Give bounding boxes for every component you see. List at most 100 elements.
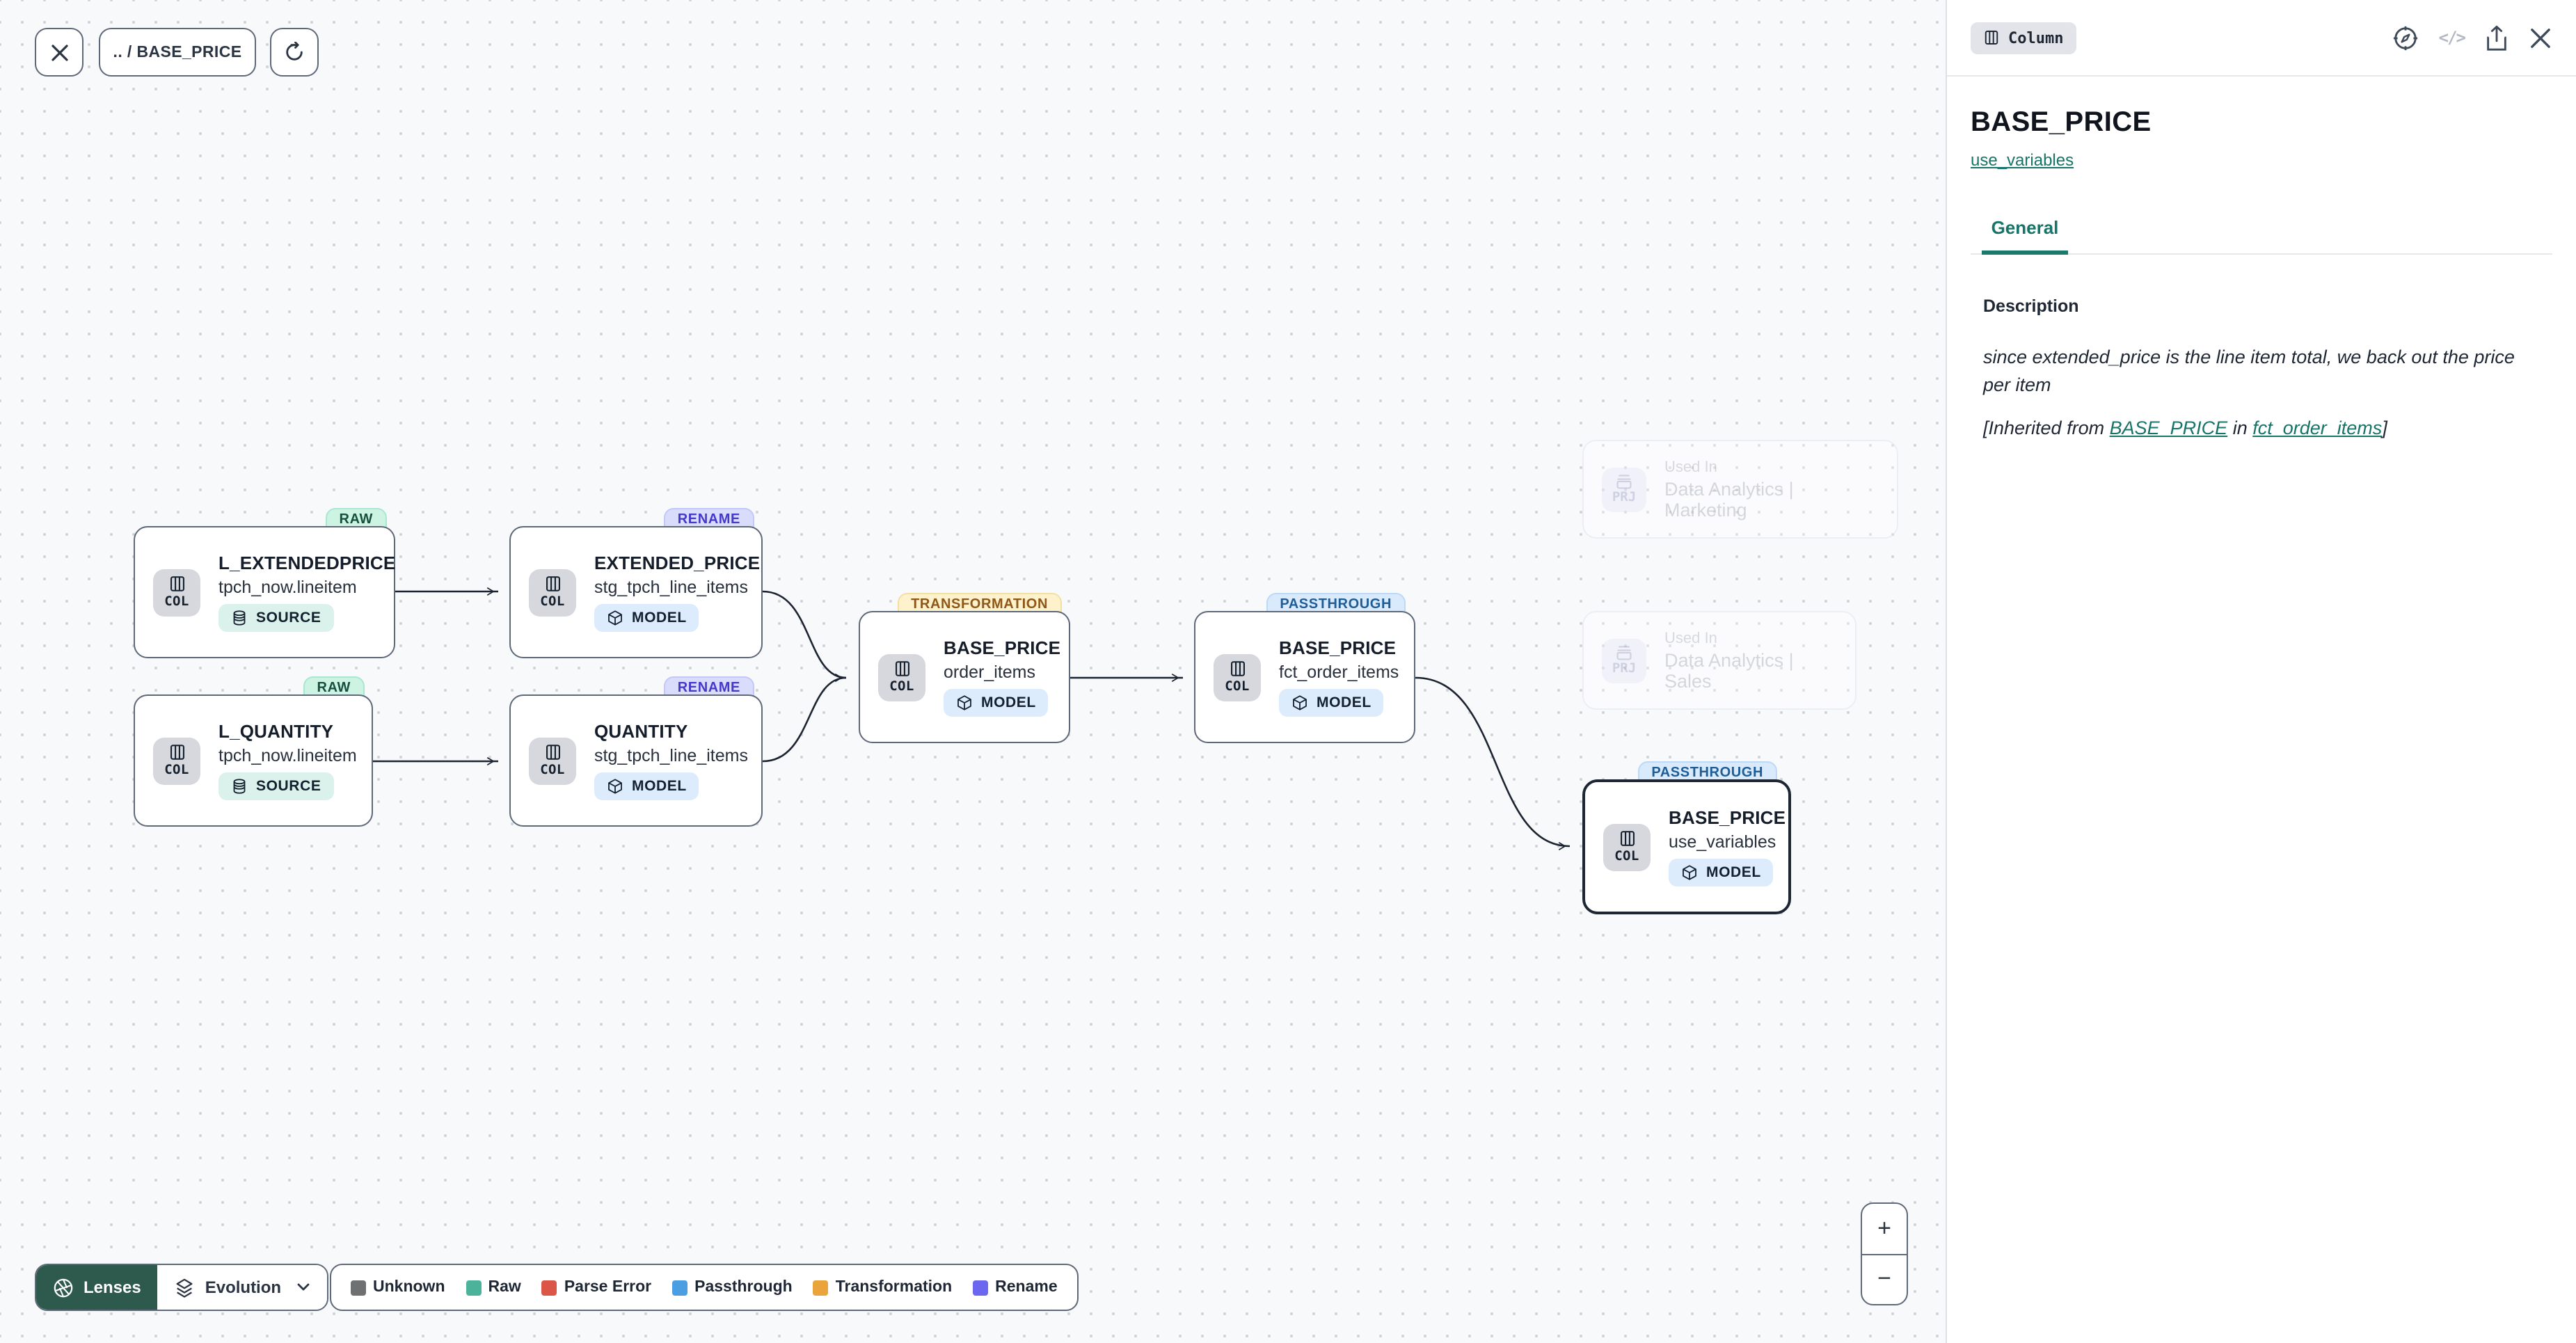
refresh-button[interactable] [270,28,319,77]
source-chip: SOURCE [218,772,334,800]
chip-label: MODEL [1706,864,1761,881]
database-icon [233,779,246,794]
zoom-out-button[interactable]: − [1877,1265,1891,1292]
column-icon: COL [1214,653,1261,701]
inherited-column-link[interactable]: BASE_PRICE [2109,418,2228,438]
cube-icon [957,695,971,710]
close-lineage-button[interactable] [35,28,84,77]
node-l-quantity[interactable]: RAW COL L_QUANTITY tpch_now.lineitem SOU… [134,676,373,827]
node-title: BASE_PRICE [1279,637,1397,658]
lenses-button[interactable]: Lenses [36,1265,158,1310]
details-panel: Column </> BASE_PRICE use_variables [1946,0,2576,1343]
layers-icon [177,1278,193,1297]
model-chip: MODEL [1279,689,1384,717]
legend-item: Passthrough [672,1279,793,1296]
legend-item: Unknown [351,1279,445,1296]
inherited-model-link[interactable]: fct_order_items [2252,418,2383,438]
model-link[interactable]: use_variables [1971,150,2074,170]
used-in-node-sales: PRJ Used In Data Analytics | Sales [1582,611,1857,710]
cube-icon [608,610,622,626]
legend-swatch [466,1280,482,1295]
project-icon: PRJ [1602,638,1646,683]
lens-selector-label: Evolution [205,1278,282,1297]
cube-icon [1293,695,1307,710]
legend-swatch [813,1280,829,1295]
lens-selector[interactable]: Evolution [157,1265,328,1310]
node-subtitle: tpch_now.lineitem [218,578,357,597]
model-chip: MODEL [594,604,699,632]
column-icon [1985,31,1998,45]
legend-swatch [973,1280,989,1295]
source-chip: SOURCE [218,604,334,632]
legend-swatch [541,1280,557,1295]
breadcrumb[interactable]: .. / BASE_PRICE [99,28,256,77]
model-chip: MODEL [944,689,1049,717]
node-subtitle: order_items [944,662,1035,682]
description-label: Description [1983,296,2079,316]
lens-legend: Unknown Raw Parse Error Passthrough Tran… [330,1264,1079,1311]
legend-item: Transformation [813,1279,952,1296]
node-extended-price[interactable]: RENAME COL EXTENDED_PRICE stg_tpch_line_… [509,508,763,658]
node-title: EXTENDED_PRICE [594,553,761,573]
chip-label: MODEL [632,610,687,626]
chip-label: MODEL [981,694,1036,711]
refresh-icon [286,42,303,61]
lenses-label: Lenses [84,1278,141,1297]
column-icon: COL [1603,823,1651,871]
node-l-extendedprice[interactable]: RAW COL L_EXTENDEDPRICE tpch_now.lineite… [134,508,396,658]
project-type-label: PRJ [1612,490,1637,505]
column-icon: COL [529,569,576,616]
tab-general[interactable]: General [1982,209,2068,255]
compass-icon[interactable] [2393,24,2419,51]
node-type-label: COL [1225,679,1250,694]
node-base-price-order-items[interactable]: TRANSFORMATION COL BASE_PRICE order_item… [859,593,1070,743]
node-subtitle: stg_tpch_line_items [594,746,748,765]
node-subtitle: use_variables [1669,832,1776,852]
legend-swatch [351,1280,366,1295]
column-icon: COL [529,737,576,784]
description-text: since extended_price is the line item to… [1983,347,2515,395]
node-type-label: COL [164,594,189,610]
used-in-node-marketing: PRJ Used In Data Analytics | Marketing [1582,440,1898,539]
zoom-in-button[interactable]: + [1862,1204,1907,1255]
column-icon: COL [878,653,925,701]
panel-title: BASE_PRICE [1971,107,2152,138]
node-title: L_QUANTITY [218,721,334,742]
node-subtitle: stg_tpch_line_items [594,578,748,597]
node-type-label: COL [1614,849,1639,864]
node-type-label: COL [164,763,189,778]
legend-item: Raw [466,1279,521,1296]
node-subtitle: tpch_now.lineitem [218,746,357,765]
entity-type-badge: Column [1971,22,2076,54]
inherited-from-note: [Inherited from BASE_PRICE in fct_order_… [1983,418,2387,438]
used-in-name: Data Analytics | Sales [1664,649,1794,691]
used-in-name: Data Analytics | Marketing [1664,478,1794,520]
node-type-label: COL [889,679,914,694]
used-in-label: Used In [1664,459,1717,475]
column-icon: COL [153,737,200,784]
node-type-label: COL [540,594,565,610]
node-title: BASE_PRICE [1669,807,1786,828]
legend-swatch [672,1280,688,1295]
used-in-label: Used In [1664,630,1717,646]
node-base-price-fct-order-items[interactable]: PASSTHROUGH COL BASE_PRICE fct_order_ite… [1194,593,1415,743]
cube-icon [1683,865,1696,880]
aperture-icon [54,1278,73,1297]
node-base-price-use-variables[interactable]: PASSTHROUGH COL BASE_PRICE use_variables… [1582,761,1791,914]
panel-header: Column </> [1947,0,2576,77]
project-icon: PRJ [1602,467,1646,511]
close-panel-icon[interactable] [2529,26,2552,49]
model-chip: MODEL [594,772,699,800]
node-title: BASE_PRICE [944,637,1061,658]
node-quantity[interactable]: RENAME COL QUANTITY stg_tpch_line_items … [509,676,763,827]
model-chip: MODEL [1669,859,1774,887]
legend-item: Parse Error [541,1279,651,1296]
close-icon [51,44,67,61]
lenses-control: Lenses Evolution [35,1264,329,1311]
legend-item: Rename [973,1279,1058,1296]
node-subtitle: fct_order_items [1279,662,1399,682]
chevron-down-icon [297,1283,310,1291]
node-title: L_EXTENDEDPRICE [218,553,396,573]
share-icon[interactable] [2484,24,2509,51]
